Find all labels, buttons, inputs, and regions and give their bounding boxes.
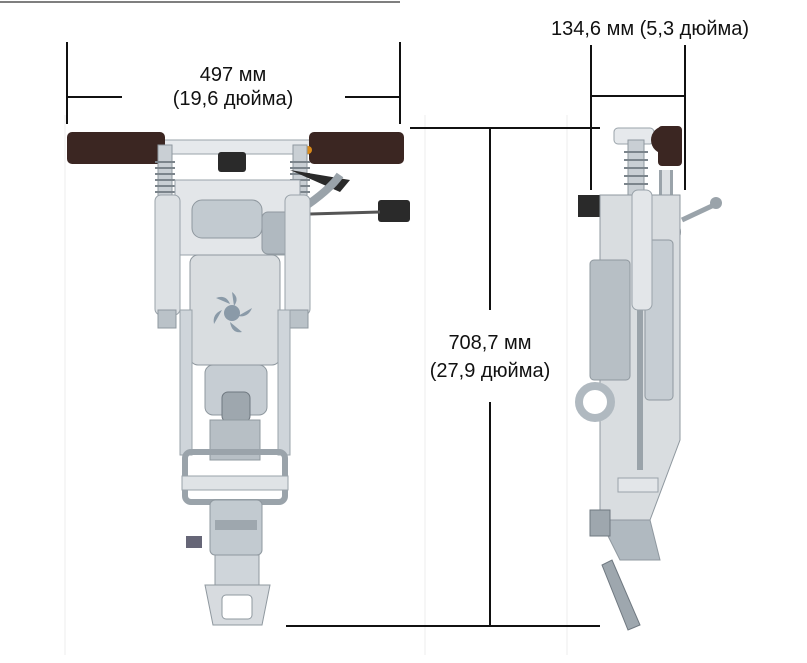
left-handle-grip: [67, 132, 165, 164]
drill-side-view: [575, 126, 722, 631]
width-label-mm: 497 мм: [199, 64, 267, 86]
width-label-inch: (19,6 дюйма): [172, 88, 294, 110]
height-dimension: [286, 127, 600, 627]
width-dimension: [66, 42, 401, 124]
height-label-inch: (27,9 дюйма): [429, 360, 551, 382]
depth-dimension: [590, 45, 686, 190]
drill-front-view: [67, 132, 410, 626]
brand-logo: [213, 292, 252, 333]
depth-label: 134,6 мм (5,3 дюйма): [550, 18, 750, 40]
height-label-mm: 708,7 мм: [448, 332, 532, 354]
right-handle-grip: [309, 132, 404, 164]
